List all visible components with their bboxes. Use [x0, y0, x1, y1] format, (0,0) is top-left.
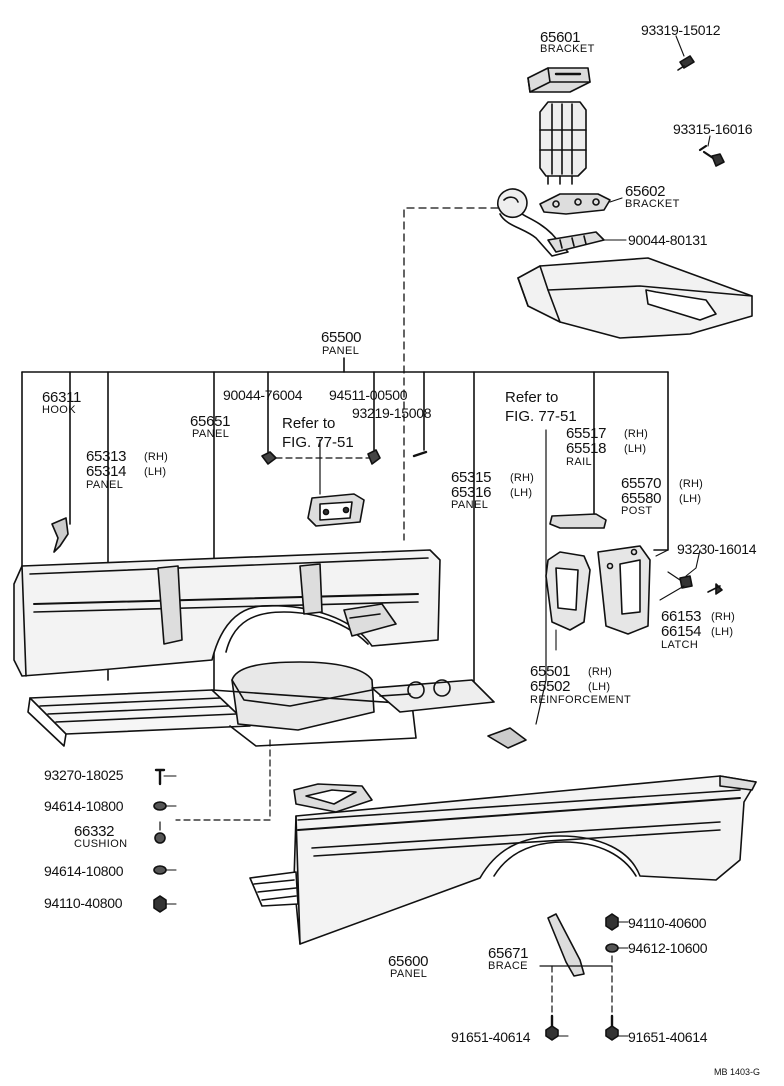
part-number-94110-40600: 94110-40600 — [628, 915, 707, 931]
part-number-66154: 66154 — [661, 623, 702, 640]
part-number-94612-10600: 94612-10600 — [628, 940, 708, 956]
part-side-65316: (LH) — [510, 487, 533, 499]
part-name-66332: CUSHION — [74, 838, 128, 850]
part-name-65314: PANEL — [86, 479, 124, 491]
part-number-65313: 65313 — [86, 448, 127, 465]
part-name-65651: PANEL — [192, 428, 230, 440]
part-number-65502: 65502 — [530, 678, 571, 695]
part-number-93315-16016: 93315-16016 — [673, 121, 753, 137]
part-number-90044-76004: 90044-76004 — [223, 387, 303, 403]
screw-93219-drawing — [412, 450, 428, 458]
reinforcement-65501-drawing — [545, 551, 591, 631]
part-name-65600: PANEL — [390, 968, 428, 980]
part-number-66332: 66332 — [74, 823, 115, 840]
bolt-93319-drawing — [677, 55, 695, 71]
leader-lines — [163, 35, 711, 1037]
part-number-94614-10800-b: 94614-10800 — [44, 863, 124, 879]
part-side-65501: (RH) — [588, 666, 613, 678]
left-bed-panel-drawing — [13, 549, 441, 677]
part-number-94614-10800-a: 94614-10800 — [44, 798, 124, 814]
fuel-tank-drawing — [517, 257, 753, 339]
right-bed-panel-drawing — [249, 775, 757, 945]
part-number-66153: 66153 — [661, 608, 702, 625]
part-number-65500: 65500 — [321, 329, 362, 346]
part-number-93230-16014: 93230-16014 — [677, 541, 757, 557]
nut-94511-drawing — [367, 449, 381, 465]
bolt-91651a-drawing — [545, 1014, 559, 1041]
part-number-93219-15008: 93219-15008 — [352, 405, 432, 421]
part-name-65502: REINFORCEMENT — [530, 694, 632, 706]
part-number-65602: 65602 — [625, 183, 666, 200]
part-number-93270-18025: 93270-18025 — [44, 767, 124, 783]
lamp-opening-drawing — [293, 783, 373, 813]
part-number-65501: 65501 — [530, 663, 571, 680]
washer-94612-drawing — [605, 943, 619, 953]
bracket-65601-drawing — [527, 67, 591, 93]
floor-latch-drawing — [487, 727, 527, 749]
part-number-65651: 65651 — [190, 413, 231, 430]
refer-to-fig-left: Refer to FIG. 77-51 — [282, 415, 354, 451]
part-number-65600: 65600 — [388, 953, 429, 970]
part-name-65601: BRACKET — [540, 43, 595, 55]
part-number-65601: 65601 — [540, 29, 581, 46]
part-number-65314: 65314 — [86, 463, 127, 480]
bolt-93270-drawing — [154, 768, 166, 786]
bracket-65602-drawing — [539, 193, 611, 215]
part-number-94511-00500: 94511-00500 — [329, 387, 408, 403]
part-side-65314: (LH) — [144, 466, 167, 478]
bolt-93315-drawing — [698, 144, 725, 167]
part-side-65502: (LH) — [588, 681, 611, 693]
part-number-65570: 65570 — [621, 475, 662, 492]
part-number-65316: 65316 — [451, 484, 492, 501]
part-side-65570: (RH) — [679, 478, 704, 490]
part-side-66153: (RH) — [711, 611, 736, 623]
refer-to-fig-right: Refer to FIG. 77-51 — [505, 389, 577, 425]
bed-floor-drawing — [27, 661, 495, 747]
part-number-91651-40614-b: 91651-40614 — [628, 1029, 708, 1045]
part-name-65602: BRACKET — [625, 198, 680, 210]
part-side-65517: (RH) — [624, 428, 649, 440]
part-name-65500: PANEL — [322, 345, 360, 357]
lamp-trim-drawing — [307, 493, 365, 527]
part-number-65518: 65518 — [566, 440, 607, 457]
part-side-65580: (LH) — [679, 493, 702, 505]
bolt-93230-drawing — [707, 583, 723, 595]
part-name-65518: RAIL — [566, 456, 593, 468]
figure-code: MB 1403-G — [714, 1067, 761, 1077]
part-side-66154: (LH) — [711, 626, 734, 638]
part-name-66154: LATCH — [661, 639, 699, 651]
bolt-91651b-drawing — [605, 1014, 619, 1041]
part-name-65316: PANEL — [451, 499, 489, 511]
hook-66311-drawing — [51, 517, 69, 553]
part-side-65315: (RH) — [510, 472, 535, 484]
part-side-65313: (RH) — [144, 451, 169, 463]
nut-94110-40800-drawing — [153, 895, 167, 913]
washer-94614a-drawing — [153, 801, 167, 811]
part-number-91651-40614-a: 91651-40614 — [451, 1029, 531, 1045]
cushion-66332-drawing — [154, 821, 166, 844]
part-number-66311: 66311 — [42, 389, 82, 406]
part-number-65315: 65315 — [451, 469, 492, 486]
part-name-65580: POST — [621, 505, 653, 517]
part-name-66311: HOOK — [42, 404, 76, 416]
part-number-65517: 65517 — [566, 425, 607, 442]
part-number-65671: 65671 — [488, 945, 529, 962]
filler-box-drawing — [539, 101, 587, 185]
rail-65517-drawing — [549, 513, 607, 529]
post-65570-drawing — [597, 545, 651, 635]
part-number-93319-15012: 93319-15012 — [641, 22, 721, 38]
latch-66153-drawing — [667, 571, 693, 589]
washer-94614b-drawing — [153, 865, 167, 875]
part-number-65580: 65580 — [621, 490, 662, 507]
nut-94110-40600-drawing — [605, 913, 619, 931]
clip-90044-drawing — [261, 451, 277, 465]
part-number-90044-80131: 90044-80131 — [628, 232, 708, 248]
part-side-65518: (LH) — [624, 443, 647, 455]
brace-65671-drawing — [547, 913, 585, 977]
part-name-65671: BRACE — [488, 960, 528, 972]
part-number-94110-40800: 94110-40800 — [44, 895, 123, 911]
